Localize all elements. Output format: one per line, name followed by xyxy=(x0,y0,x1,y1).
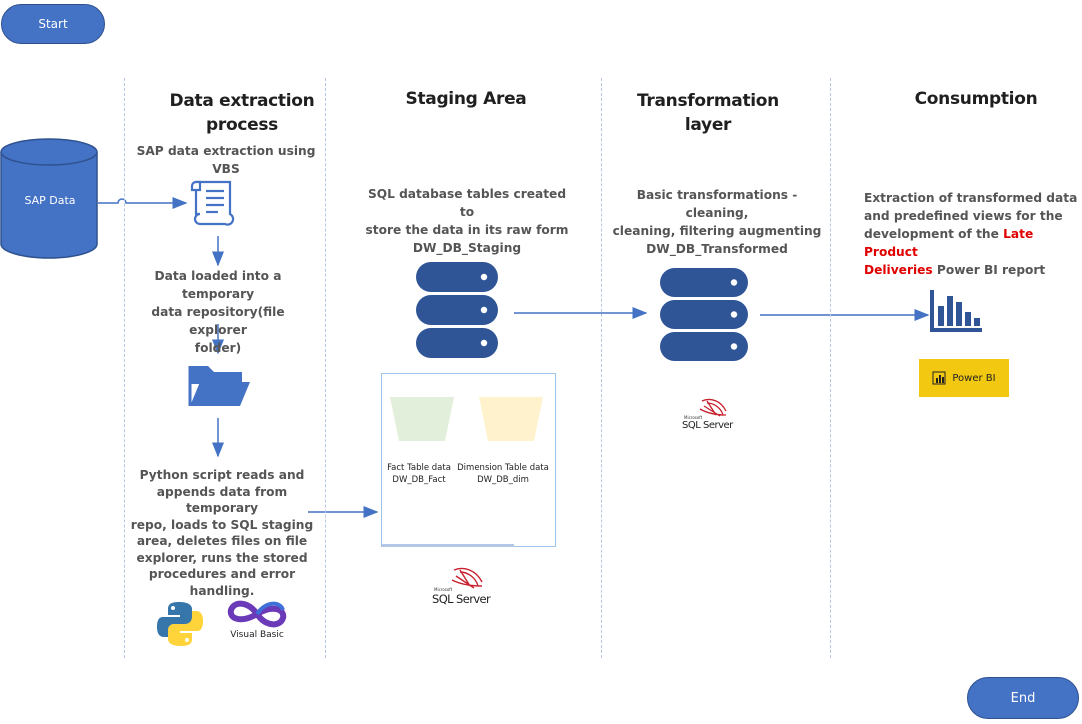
transform-desc-line: Basic transformations - cleaning, xyxy=(636,188,798,220)
extraction-step3-text: Python script reads and appends data fro… xyxy=(130,467,314,599)
step3-line: repo, loads to SQL staging xyxy=(130,517,314,532)
transformed-database-icon xyxy=(660,268,748,361)
sql-server-logo-staging: Microsoft SQL Server xyxy=(430,564,492,610)
end-label: End xyxy=(1010,690,1036,706)
staging-database-icon xyxy=(416,262,498,358)
fact-table-shape xyxy=(390,397,454,441)
sap-data-cylinder xyxy=(0,138,98,259)
dim-label-line: DW_DB_dim xyxy=(477,475,529,485)
report-name-highlight: Deliveries xyxy=(864,263,933,277)
step3-line: appends data from temporary xyxy=(156,484,288,516)
report-chart-icon xyxy=(930,290,982,332)
lane-divider-1 xyxy=(124,78,125,658)
transformation-description: Basic transformations - cleaning, cleani… xyxy=(606,186,828,258)
sql-server-label: SQL Server xyxy=(682,420,733,431)
staging-heading: Staging Area xyxy=(405,89,527,109)
step3-line: Python script reads and xyxy=(139,468,305,482)
consumption-desc-line: Deliveries Power BI report xyxy=(864,261,1078,279)
transform-desc-line: DW_DB_Transformed xyxy=(646,242,788,256)
extraction-heading-line2: process xyxy=(206,115,278,135)
start-label: Start xyxy=(38,17,68,31)
staging-description: SQL database tables created to store the… xyxy=(360,185,574,257)
step3-line: area, deletes files on file xyxy=(136,534,308,548)
transform-desc-line: cleaning, filtering augmenting xyxy=(612,224,822,238)
consumption-description: Extraction of transformed data and prede… xyxy=(864,189,1078,279)
consumption-heading: Consumption xyxy=(914,89,1038,109)
transformation-heading: Transformation layer xyxy=(618,89,798,137)
lane-divider-3 xyxy=(601,78,602,658)
extraction-step2-text: Data loaded into a temporary data reposi… xyxy=(124,267,312,357)
vbs-script-icon xyxy=(190,180,235,226)
end-terminal: End xyxy=(967,677,1079,719)
staging-desc-line: DW_DB_Staging xyxy=(412,241,522,255)
consumption-desc-line: Extraction of transformed data xyxy=(864,191,1078,205)
power-bi-label: Power BI xyxy=(952,372,996,384)
sql-server-label: SQL Server xyxy=(432,592,491,606)
sql-microsoft-label: Microsoft xyxy=(684,415,703,420)
consumption-desc-line: and predefined views for the xyxy=(864,209,1063,223)
fact-label-line: Fact Table data xyxy=(387,463,451,473)
step2-line: Data loaded into a temporary xyxy=(154,269,282,301)
visual-basic-logo xyxy=(227,600,287,628)
sql-server-logo-transform: Microsoft SQL Server xyxy=(680,395,736,435)
step3-line: explorer, runs the stored xyxy=(136,550,308,565)
step2-line: data repository(file explorer xyxy=(151,305,285,337)
consumption-desc-text: development of the xyxy=(864,227,1004,241)
folder-icon xyxy=(188,366,250,406)
staging-desc-line: SQL database tables created to xyxy=(367,187,567,219)
sql-server-emblem xyxy=(699,398,727,417)
transformation-heading-line2: layer xyxy=(684,115,732,135)
sql-microsoft-label: Microsoft xyxy=(434,587,453,592)
visual-basic-label: Visual Basic xyxy=(230,630,284,640)
report-name-highlight: Late Product xyxy=(864,227,1034,259)
fact-label-line: DW_DB_Fact xyxy=(392,475,446,485)
sql-server-emblem xyxy=(451,567,483,589)
step2-line: folder) xyxy=(194,341,242,355)
staging-box-accent xyxy=(382,544,514,547)
dimension-table-label: Dimension Table data DW_DB_dim xyxy=(456,462,550,486)
dim-label-line: Dimension Table data xyxy=(457,463,549,473)
staging-desc-line: store the data in its raw form xyxy=(365,223,569,237)
sap-data-label: SAP Data xyxy=(24,194,76,207)
arrow-sap-to-script xyxy=(98,197,188,209)
lane-divider-4 xyxy=(830,78,831,658)
power-bi-icon xyxy=(932,371,946,385)
python-logo xyxy=(157,602,203,646)
extraction-heading-line1: Data extraction xyxy=(169,91,315,111)
lane-divider-2 xyxy=(325,78,326,658)
extraction-subtitle: SAP data extraction using VBS xyxy=(136,144,316,176)
power-bi-logo: Power BI xyxy=(919,359,1009,397)
step3-line: procedures and error handling. xyxy=(148,567,296,598)
start-terminal: Start xyxy=(1,4,105,44)
extraction-heading: Data extraction process xyxy=(152,89,332,137)
transformation-heading-line1: Transformation xyxy=(637,91,779,111)
consumption-desc-line: development of the Late Product xyxy=(864,225,1078,261)
consumption-desc-text: Power BI report xyxy=(932,263,1046,277)
fact-table-label: Fact Table data DW_DB_Fact xyxy=(382,462,456,486)
dimension-table-shape xyxy=(479,397,543,441)
